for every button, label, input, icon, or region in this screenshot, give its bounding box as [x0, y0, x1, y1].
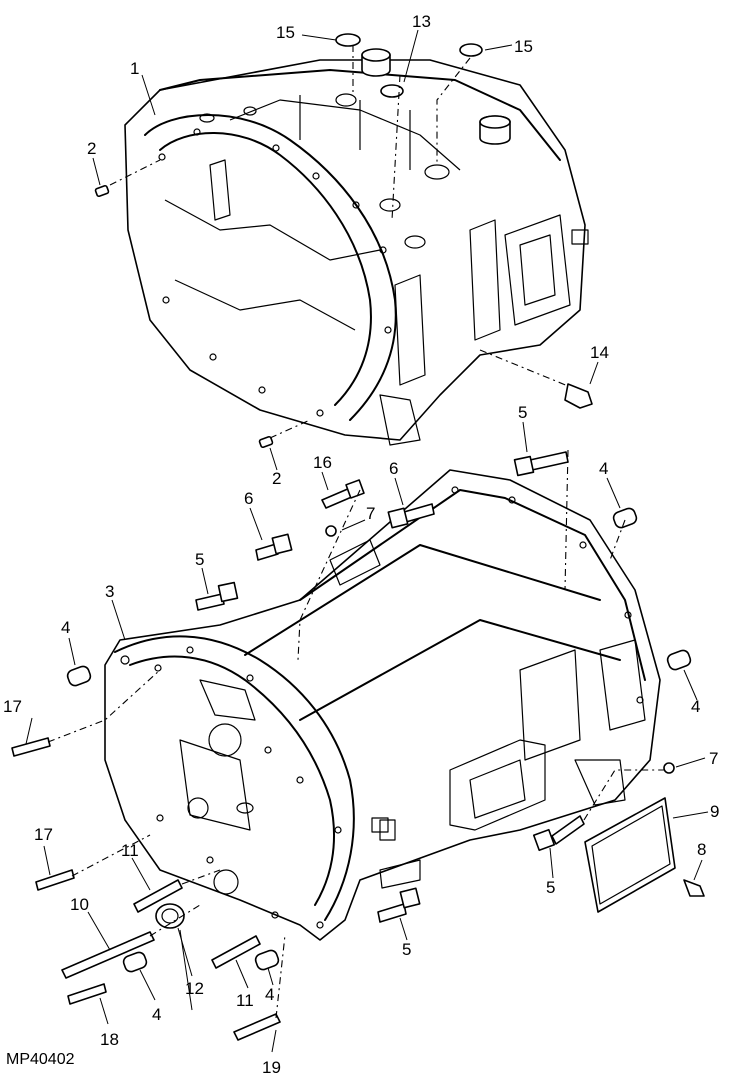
pin-2-top [94, 184, 110, 198]
callout-5-right: 5 [546, 878, 555, 897]
callout-9: 9 [710, 802, 719, 821]
callout-10: 10 [70, 895, 89, 914]
callout-4-left: 4 [61, 618, 70, 637]
lower-small-parts [11, 449, 705, 1041]
plug-14 [564, 383, 593, 409]
cover-plate-9 [584, 797, 676, 913]
lower-housing [104, 469, 661, 941]
callout-1: 1 [130, 59, 139, 78]
callout-7-upper: 7 [366, 504, 375, 523]
callout-13: 13 [412, 12, 431, 31]
figure-id-label: MP40402 [6, 1051, 75, 1068]
callout-11-lower: 11 [236, 991, 254, 1010]
callout-4-top-right: 4 [599, 459, 608, 478]
callout-labels: 1 2 2 3 4 4 4 4 4 5 5 5 5 6 6 7 7 8 9 10… [3, 12, 719, 1077]
upper-housing [124, 48, 589, 446]
callout-2-bottom: 2 [272, 469, 281, 488]
callout-7-right: 7 [709, 749, 718, 768]
callout-4-right: 4 [691, 697, 700, 716]
callout-15-right: 15 [514, 37, 533, 56]
callout-11-upper: 11 [121, 841, 139, 860]
callout-5-bottom: 5 [402, 940, 411, 959]
callout-6-middle: 6 [389, 459, 398, 478]
plug-15-right [459, 43, 483, 57]
callout-17-upper: 17 [3, 697, 22, 716]
callout-2-top: 2 [87, 139, 96, 158]
callout-19: 19 [262, 1058, 281, 1077]
callout-5-top: 5 [518, 403, 527, 422]
callout-16: 16 [313, 453, 332, 472]
plug-13 [380, 84, 404, 98]
callout-8: 8 [697, 840, 706, 859]
plug-15-left [335, 33, 361, 47]
callout-4-bottom-left: 4 [152, 1005, 161, 1024]
callout-4-bottom: 4 [265, 985, 274, 1004]
callout-14: 14 [590, 343, 609, 362]
pin-2-bottom [258, 435, 274, 449]
callout-5-left: 5 [195, 550, 204, 569]
callout-6-left: 6 [244, 489, 253, 508]
callout-18: 18 [100, 1030, 119, 1049]
upper-small-parts [94, 33, 593, 449]
callout-17-lower: 17 [34, 825, 53, 844]
callout-3: 3 [105, 582, 114, 601]
callout-12: 12 [185, 979, 204, 998]
callout-15-left: 15 [276, 23, 295, 42]
